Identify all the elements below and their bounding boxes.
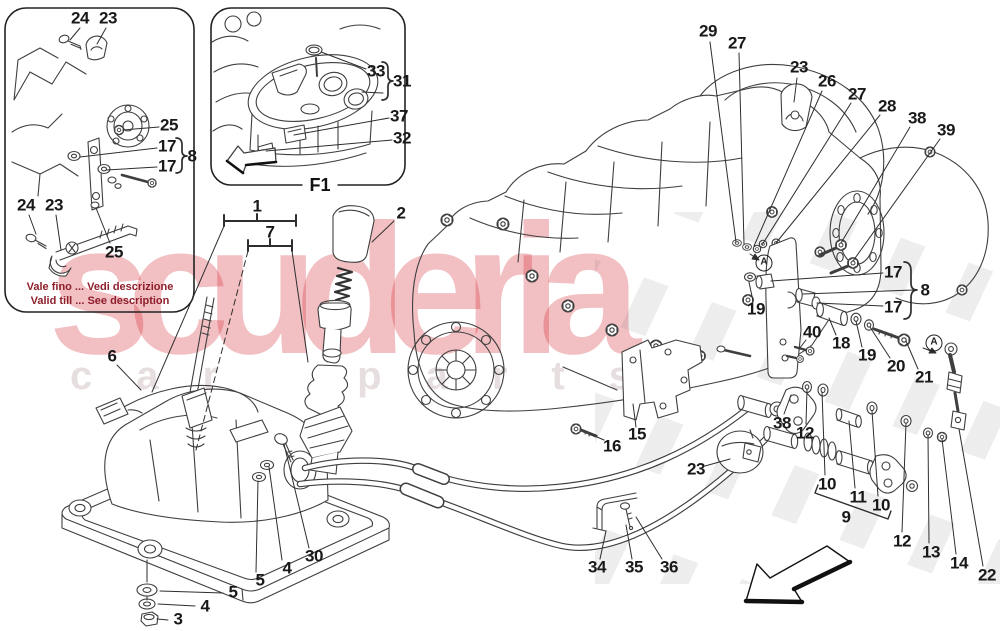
cables-art (296, 405, 776, 551)
gearbox-art (407, 63, 989, 419)
direction-arrow (743, 545, 853, 605)
f1-inset-label: F1 (302, 176, 338, 194)
linkage-art (716, 237, 967, 494)
leader-lines (28, 27, 984, 621)
validity-caption-english: Valid till ... See description (30, 295, 170, 307)
f1-inset-art (211, 11, 381, 175)
mid-hardware-art (251, 339, 764, 532)
validity-caption-italian: Vale fino ... Vedi descrizione (26, 281, 174, 293)
watermark-tagline-text: car parts (70, 354, 675, 398)
validity-inset-art (11, 34, 157, 277)
shifter-art (61, 205, 390, 627)
